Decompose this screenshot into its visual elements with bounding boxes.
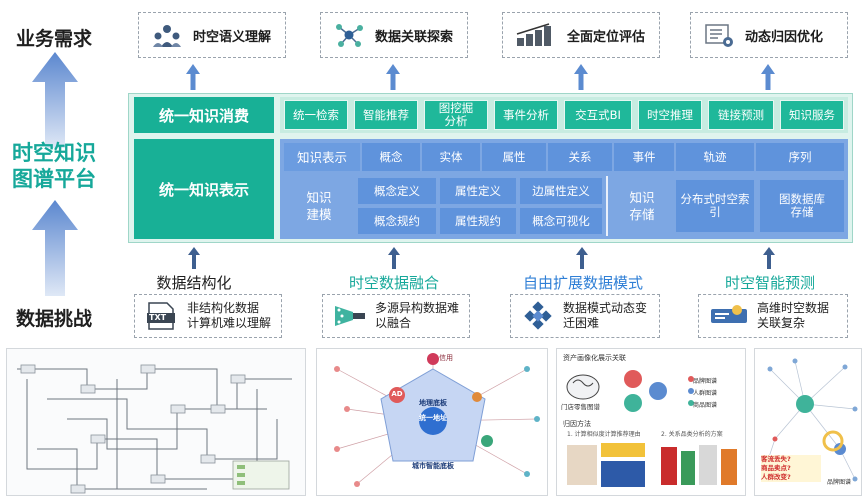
left-lower-arrow (32, 200, 78, 296)
consumption-item-knowledge-service: 知识服务 (780, 100, 844, 130)
platform-title-line1: 时空知识 (12, 141, 96, 165)
modeling-item: 边属性定义 (520, 178, 602, 204)
challenge-box-structuring: TXT 非结构化数据 计算机难以理解 (134, 294, 282, 338)
network-footer-label: 品牌图谱 (827, 479, 852, 486)
platform-title: 时空知识 图谱平台 (4, 140, 104, 192)
up-arrow-icon (761, 64, 775, 90)
representation-item: 属性 (482, 143, 546, 171)
consumption-item-unified-search: 统一检索 (284, 100, 348, 130)
consumption-item-recommendation: 智能推荐 (354, 100, 418, 130)
left-upper-arrow (32, 52, 78, 148)
up-arrow-icon (386, 64, 400, 90)
brain-label: 门店零售图谱 (561, 403, 600, 411)
up-arrow-icon (188, 247, 200, 269)
legend-item: 品牌图谱 (693, 378, 718, 385)
up-arrow-icon (763, 247, 775, 269)
txt-icon-label: TXT (149, 313, 167, 322)
brain-graph-icon (566, 370, 694, 412)
connected-nodes-icon (333, 21, 365, 49)
mindmap-center-label: 统一地址 (419, 414, 447, 422)
mindmap-node-top: 信用 (439, 354, 453, 362)
representation-item: 概念 (362, 143, 420, 171)
modeling-item: 概念定义 (358, 178, 436, 204)
challenge-title: 自由扩展数据模式 (522, 274, 643, 292)
modeling-title: 知识 建模 (284, 176, 354, 236)
divider (606, 176, 608, 236)
legend-item: 商品图谱 (693, 402, 718, 409)
method-title: 归因方法 (563, 420, 591, 428)
modeling-item: 属性规约 (440, 208, 516, 234)
need-box-positioning-evaluation: 全面定位评估 (502, 12, 660, 58)
need-label: 时空语义理解 (193, 29, 272, 45)
representation-item: 序列 (756, 143, 844, 171)
legend-item: 人群图谱 (693, 390, 718, 397)
method-step2: 2. 关系品类分析的方案 (661, 431, 723, 438)
need-label: 全面定位评估 (567, 29, 646, 45)
up-arrow-icon (576, 247, 588, 269)
modeling-item: 概念规约 (358, 208, 436, 234)
challenge-title: 数据结构化 (156, 274, 232, 292)
consumption-item-graph-mining: 图挖掘 分析 (424, 100, 488, 130)
cube-cluster-icon (521, 301, 555, 331)
need-label: 动态归因优化 (745, 29, 824, 45)
consumption-item-event-analysis: 事件分析 (494, 100, 558, 130)
storage-title: 知识 存储 (612, 176, 672, 236)
txt-file-icon: TXT (145, 301, 179, 331)
challenge-text: 多源异构数据难 以融合 (375, 301, 460, 330)
up-arrow-icon (388, 247, 400, 269)
platform-title-line2: 图谱平台 (12, 167, 96, 191)
retail-header: 资产画像化展示关联 (563, 354, 626, 362)
consumption-item-interactive-bi: 交互式BI (564, 100, 632, 130)
representation-item: 轨迹 (676, 143, 754, 171)
challenge-title: 时空智能预测 (724, 274, 815, 292)
prediction-icon (709, 301, 749, 331)
challenge-text: 数据模式动态变 迁困难 (563, 301, 648, 330)
challenge-text: 非结构化数据 计算机难以理解 (187, 301, 272, 330)
consumption-title: 统一知识消费 (134, 97, 274, 133)
consumption-item-link-prediction: 链接预测 (708, 100, 774, 130)
storage-item-graph-db: 图数据库 存储 (760, 180, 844, 232)
thumbnail-workflow-diagram (6, 348, 306, 496)
modeling-item: 属性定义 (440, 178, 516, 204)
thumbnail-knowledge-mindmap: 统一地址 地理底板 城市智能底板 AD 信用 (316, 348, 548, 496)
bar-chart-icon (515, 21, 557, 49)
need-box-spatiotemporal-semantics: 时空语义理解 (138, 12, 286, 58)
consumption-item-spatiotemporal-reasoning: 时空推理 (638, 100, 702, 130)
representation-item: 事件 (614, 143, 674, 171)
challenge-text: 高维时空数据 关联复杂 (757, 301, 830, 330)
mindmap-bottom-label: 城市智能底板 (412, 462, 454, 470)
data-challenges-label: 数据挑战 (15, 308, 92, 330)
thumbnail-retail-graph: 资产画像化展示关联 门店零售图谱 品牌图谱 人群图谱 商品图谱 归因方法 1. … (556, 348, 746, 496)
representation-title: 统一知识表示 (134, 139, 274, 239)
mindmap-top-label: 地理底板 (419, 399, 447, 407)
challenge-box-fusion: 多源异构数据难 以融合 (322, 294, 470, 338)
challenge-box-schema: 数据模式动态变 迁困难 (510, 294, 660, 338)
thumbnail-network-graph: 客流丢失? 商品卖点? 人群改变? 品牌图谱 (754, 348, 862, 496)
representation-item: 实体 (422, 143, 480, 171)
need-box-dynamic-attribution: 动态归因优化 (690, 12, 848, 58)
modeling-item: 概念可视化 (520, 208, 602, 234)
representation-item: 关系 (548, 143, 612, 171)
people-network-icon (151, 21, 183, 49)
need-label: 数据关联探索 (375, 29, 454, 45)
funnel-merge-icon (333, 301, 367, 331)
up-arrow-icon (574, 64, 588, 90)
product-images (567, 443, 737, 487)
representation-row-title: 知识表示 (284, 143, 360, 171)
up-arrow-icon (186, 64, 200, 90)
storage-item-distributed-index: 分布式时空索 引 (676, 180, 754, 232)
need-box-data-association: 数据关联探索 (320, 12, 468, 58)
business-needs-label: 业务需求 (15, 28, 92, 50)
list-gear-icon (703, 21, 735, 49)
method-step1: 1. 计算相似度计算推荐理由 (567, 431, 641, 438)
challenge-title: 时空数据融合 (348, 274, 439, 292)
mindmap-node-ad: AD (391, 390, 403, 398)
challenge-box-prediction: 高维时空数据 关联复杂 (698, 294, 848, 338)
question-bubble: 客流丢失? 商品卖点? 人群改变? (761, 455, 821, 482)
